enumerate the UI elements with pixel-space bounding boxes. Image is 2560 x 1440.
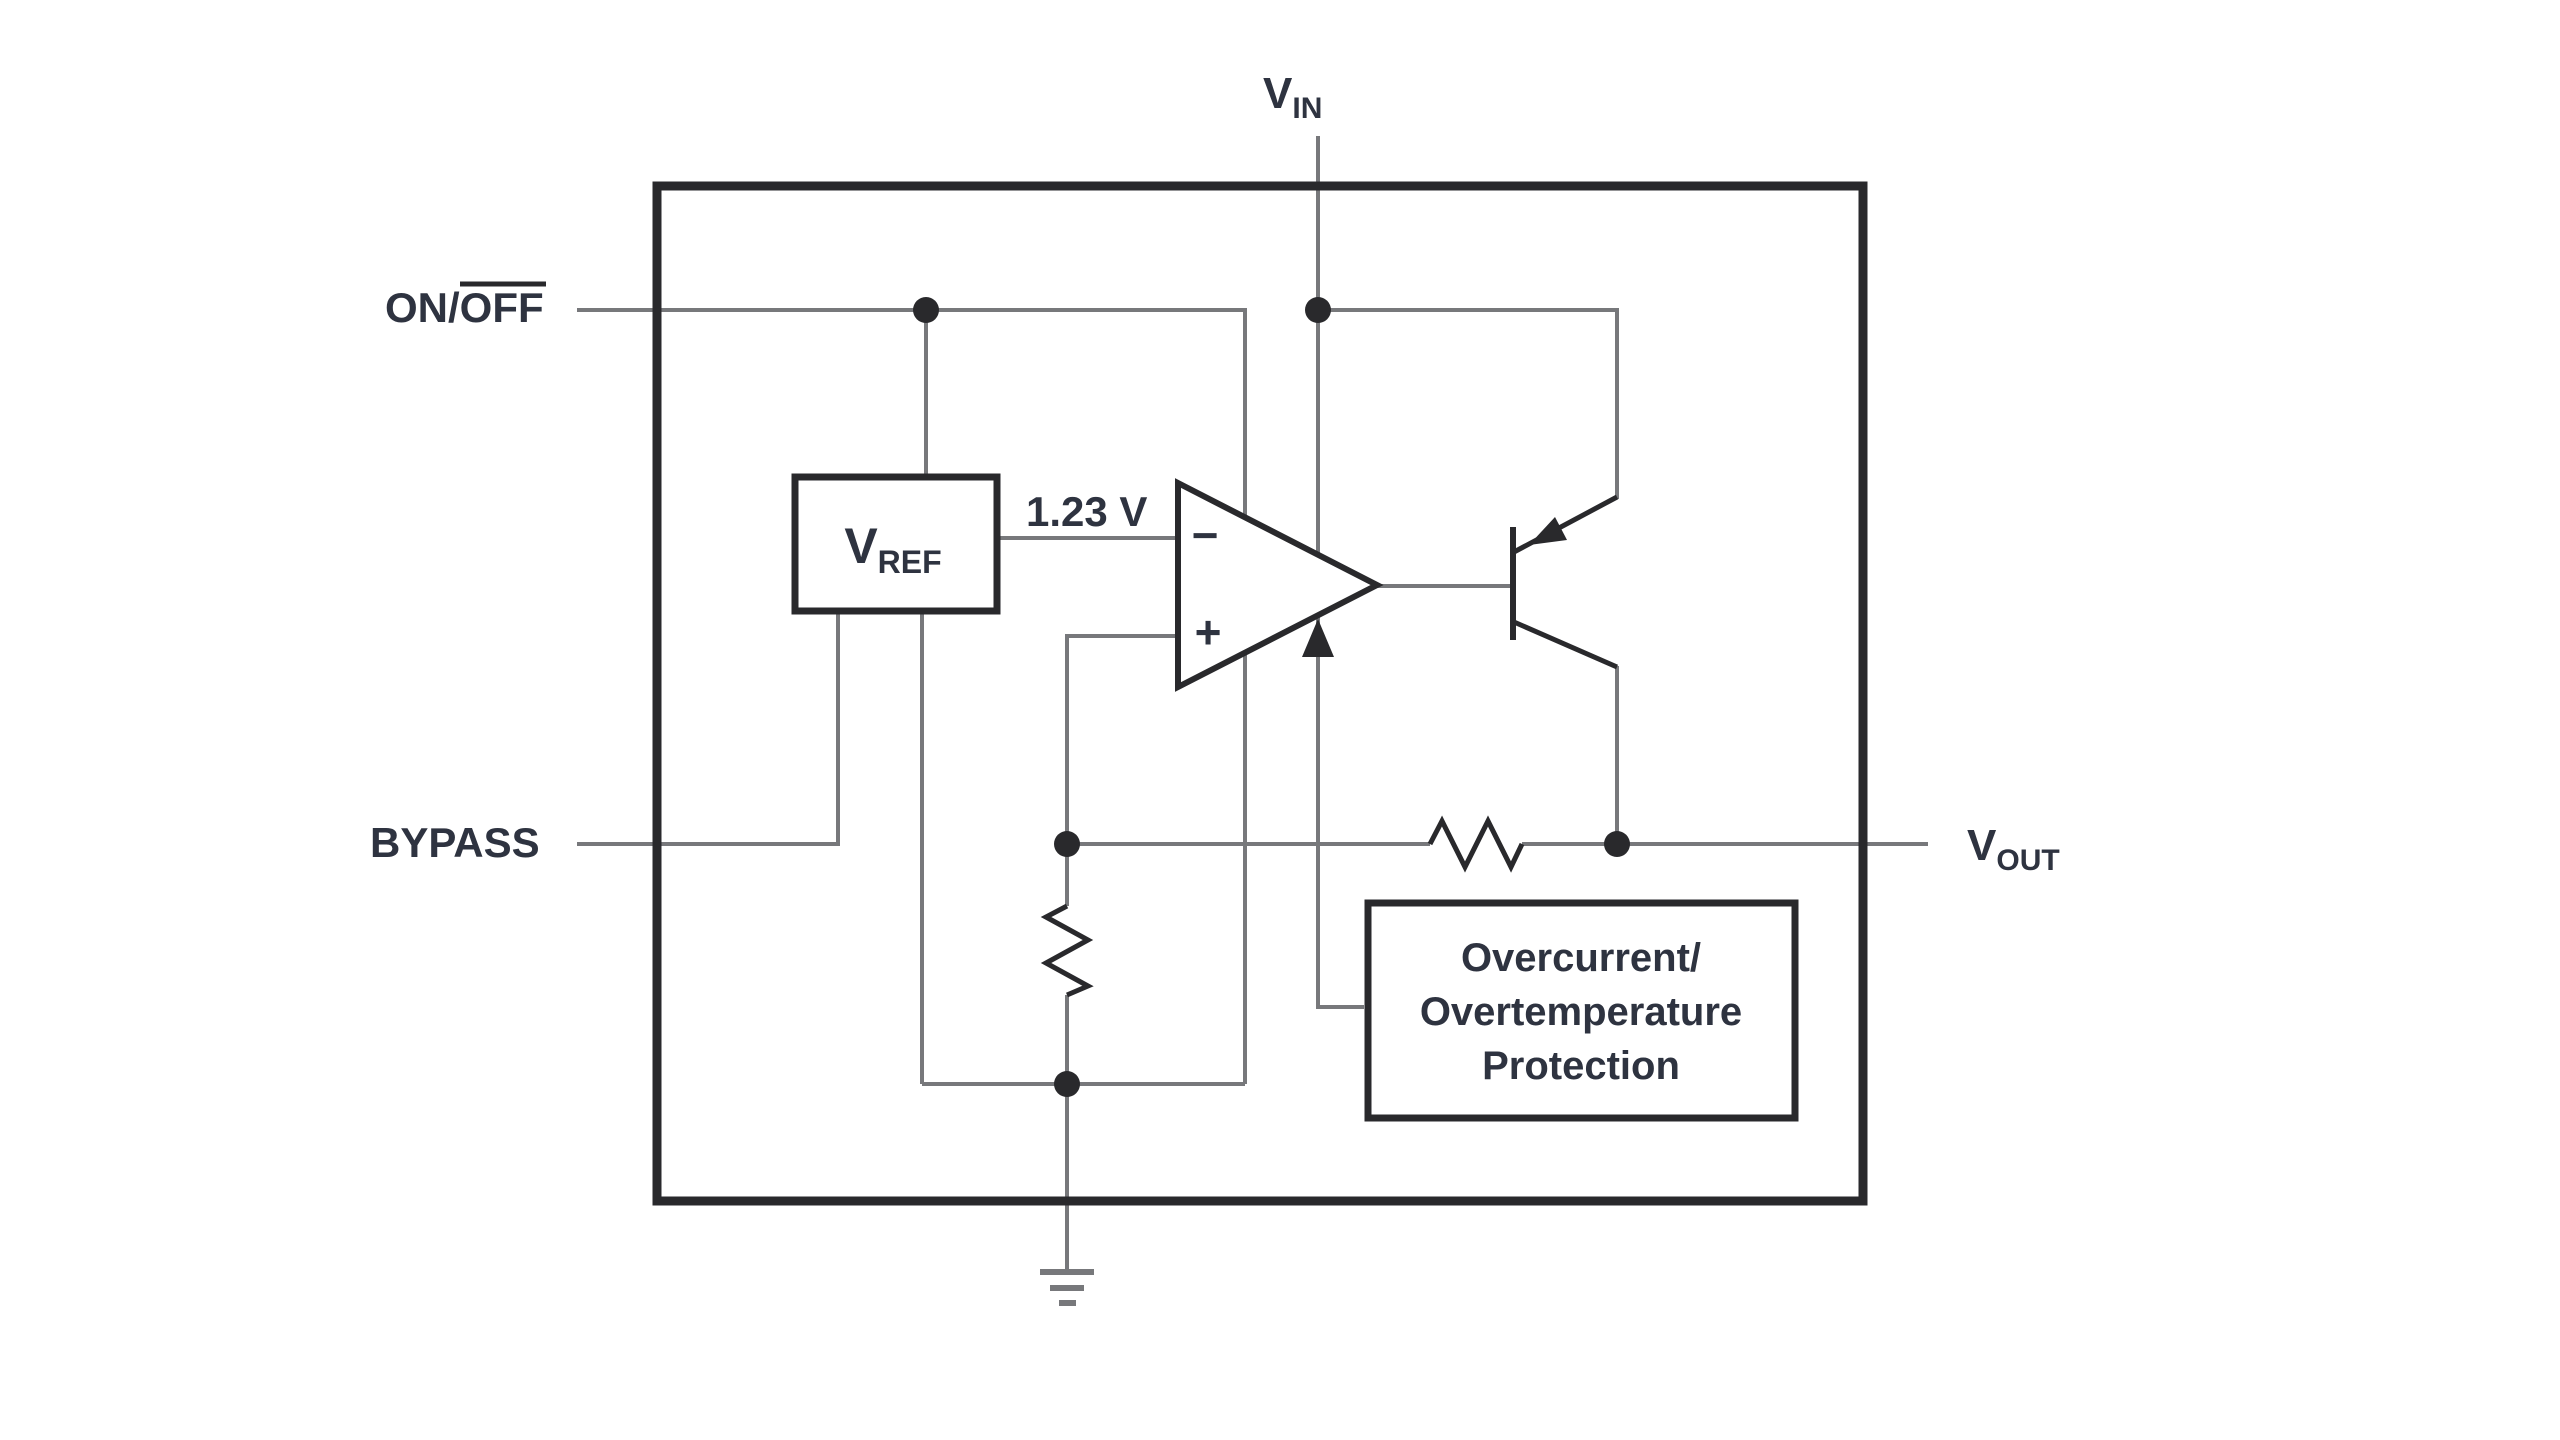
- noninverting-input-label: +: [1195, 606, 1222, 658]
- ground-icon: [1040, 1269, 1094, 1306]
- inverting-input-label: −: [1192, 509, 1219, 561]
- emitter-arrow-icon: [1529, 517, 1567, 545]
- error-amplifier: − +: [1175, 478, 1384, 692]
- transistor-collector: [1512, 619, 1619, 670]
- chip-boundary: [652, 181, 1868, 1206]
- onoff-label: ON/OFF: [385, 284, 544, 331]
- protection-label-line2: Overtemperature: [1420, 990, 1742, 1034]
- vref-label: VREF: [844, 518, 941, 580]
- feedback-resistor: [1040, 903, 1094, 998]
- pass-transistor: [1510, 494, 1619, 670]
- bypass-wire: [577, 613, 840, 846]
- ref-voltage-label: 1.23 V: [1026, 488, 1147, 535]
- feedback-junction: [1054, 831, 1080, 857]
- junction-dots: [913, 297, 1630, 1097]
- protection-label-line1: Overcurrent/: [1461, 936, 1701, 980]
- vout-label: VOUT: [1967, 821, 2060, 877]
- vref-block: VREF: [791, 473, 1001, 615]
- bypass-label: BYPASS: [370, 819, 540, 866]
- vout-junction: [1604, 831, 1630, 857]
- bottom-junction: [1054, 1071, 1080, 1097]
- noninverting-input-wire: [1065, 634, 1181, 846]
- protection-label-line3: Protection: [1482, 1044, 1680, 1088]
- protection-box: [1364, 899, 1799, 1122]
- vin-label: VIN: [1263, 69, 1322, 125]
- vin-branch-junction: [1305, 297, 1331, 323]
- transistor-base-bar: [1510, 527, 1516, 640]
- transistor-emitter: [1512, 494, 1619, 555]
- onoff-wire: [577, 308, 1247, 1084]
- vin-wire: [1316, 136, 1364, 1009]
- error-amp-triangle: [1175, 478, 1384, 692]
- protection-signal-arrow-icon: [1302, 619, 1334, 657]
- output-sense-resistor: [1427, 815, 1525, 873]
- onoff-vref-junction: [913, 297, 939, 323]
- vin-emitter-branch-wire: [1318, 308, 1619, 499]
- protection-block: Overcurrent/ Overtemperature Protection: [1364, 899, 1799, 1122]
- vref-box: [791, 473, 1001, 615]
- pin-labels: VIN ON/OFF BYPASS VOUT 1.23 V: [370, 69, 2060, 877]
